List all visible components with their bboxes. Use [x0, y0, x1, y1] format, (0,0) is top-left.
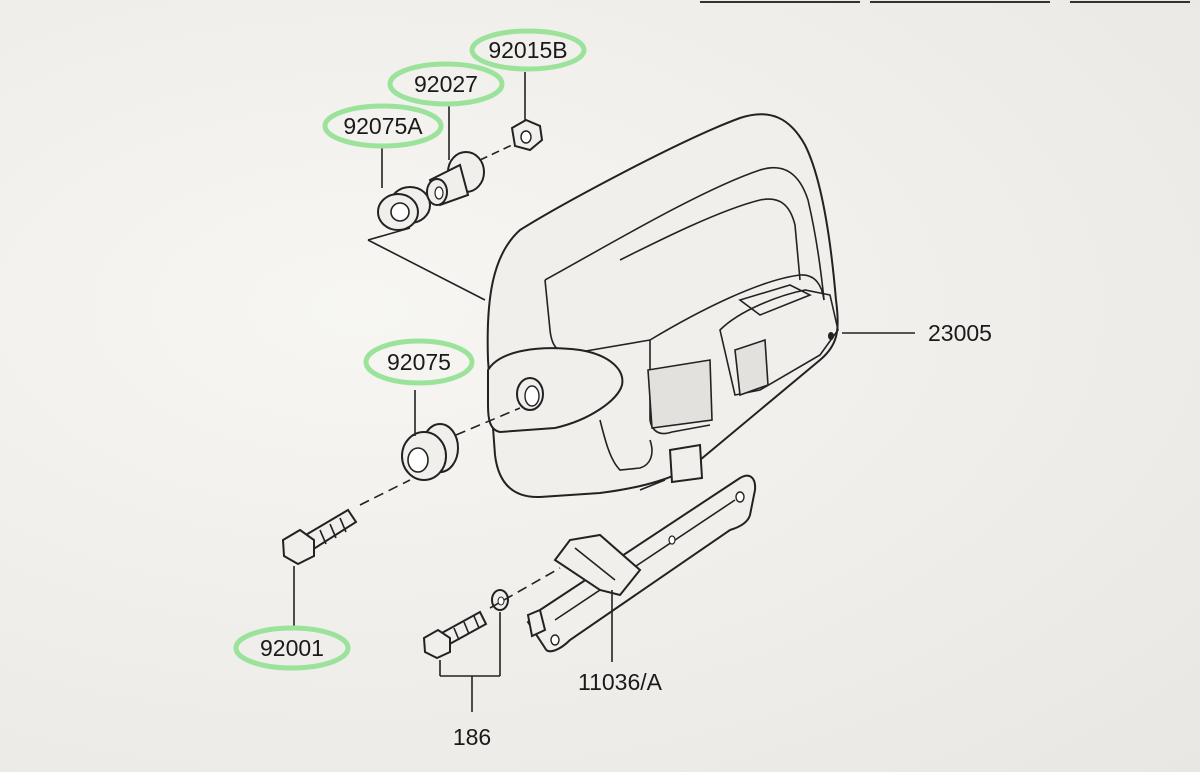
ring-92075: [363, 338, 475, 386]
ring-92001: [233, 625, 351, 671]
label-11036A: 11036/A: [578, 669, 663, 695]
label-92015B: 92015B: [488, 37, 567, 63]
grommet-92075A: [377, 186, 431, 231]
label-23005: 23005: [928, 320, 992, 346]
bolt-set-186: [422, 589, 509, 660]
ring-92075A: [322, 103, 444, 149]
collar-92027: [426, 151, 485, 207]
cover-body: [486, 113, 839, 499]
bracket-11036A: [526, 474, 757, 653]
grommet-92075: [401, 423, 459, 481]
part-labels: 92015B 92027 92075A 92075 92001 23005 11…: [260, 37, 992, 750]
label-92075: 92075: [387, 349, 451, 375]
nut-92015B: [510, 118, 544, 152]
ring-92027: [387, 61, 505, 107]
label-92027: 92027: [414, 71, 478, 97]
label-92075A: 92075A: [343, 113, 423, 139]
highlight-rings: [233, 28, 587, 671]
label-92001: 92001: [260, 635, 324, 661]
bolt-92001: [281, 508, 358, 566]
leader-lines: [293, 72, 915, 712]
ring-92015B: [469, 28, 587, 72]
label-186: 186: [453, 724, 491, 750]
